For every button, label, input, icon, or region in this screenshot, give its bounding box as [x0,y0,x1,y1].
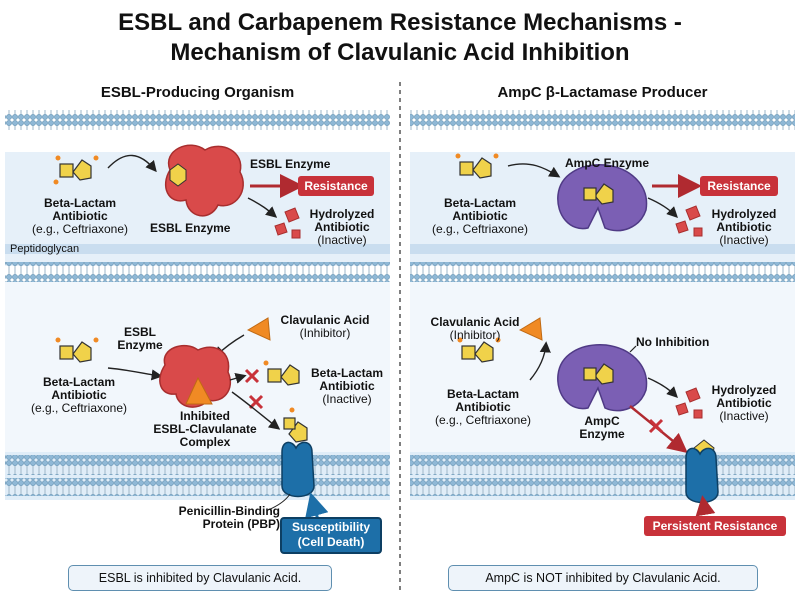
resistance-badge-right: Resistance [700,176,778,196]
beta-lactam-molecule-left-top [53,155,99,185]
left-bottom-antibiotic-label: Beta-Lactam Antibiotic (e.g., Ceftriaxon… [30,375,128,415]
inactive-antibiotic-label-left: Beta-Lactam Antibiotic (Inactive) [310,366,384,406]
esbl-enzyme-label-bottom: ESBL Enzyme [150,221,231,235]
hydrolyzed-antibiotic-label-right-bottom: Hydrolyzed Antibiotic (Inactive) [711,383,777,423]
right-top-antibiotic-label: Beta-Lactam Antibiotic (e.g., Ceftriaxon… [431,196,529,236]
blocked-x-marks [244,368,264,410]
hydrolyzed-antibiotic-label-right-top: Hydrolyzed Antibiotic (Inactive) [711,207,777,247]
pbp-shape-right [685,447,719,504]
esbl-enzyme-shape-bottom [159,344,231,408]
left-top-antibiotic-label: Beta-Lactam Antibiotic (e.g., Ceftriaxon… [31,196,129,236]
esbl-enzyme-label-left-bottom: ESBL Enzyme [117,325,163,352]
right-panel-heading: AmpC β-Lactamase Producer [497,84,708,101]
clavulanic-acid-shape-right [518,317,543,341]
hydrolyzed-antibiotic-label-left: Hydrolyzed Antibiotic (Inactive) [309,207,375,247]
left-panel-heading: ESBL-Producing Organism [100,84,295,101]
no-inhibition-label: No Inhibition [636,335,710,349]
resistance-badge-left: Resistance [298,176,374,196]
esbl-enzyme-label-top: ESBL Enzyme [250,157,331,171]
pbp-shape-left [281,441,315,498]
ampc-enzyme-label-top: AmpC Enzyme [565,156,650,170]
beta-lactam-molecule-left-bottom [55,337,99,363]
page-title: ESBL and Carbapenem Resistance Mechanism… [0,8,800,68]
right-bottom-antibiotic-label: Beta-Lactam Antibiotic (e.g., Ceftriaxon… [434,387,532,427]
esbl-enzyme-shape-top [165,144,244,217]
clavulanic-acid-label-right: Clavulanic Acid (Inhibitor) [430,315,520,342]
persistent-resistance-badge: Persistent Resistance [644,516,786,536]
peptidoglycan-label: Peptidoglycan [10,243,80,255]
ampc-enzyme-label-bottom: AmpC Enzyme [579,414,625,441]
inhibited-complex-label: Inhibited ESBL-Clavulanate Complex [153,409,257,449]
clavulanic-acid-label-left: Clavulanic Acid (Inhibitor) [280,313,370,340]
beta-lactam-molecule-right-bottom [457,337,501,363]
title-line-1: ESBL and Carbapenem Resistance Mechanism… [118,9,682,36]
susceptibility-badge: Susceptibility (Cell Death) [280,517,382,554]
beta-lactam-molecule-right-top [455,153,499,179]
right-summary-note: AmpC is NOT inhibited by Clavulanic Acid… [448,565,758,591]
left-summary-note: ESBL is inhibited by Clavulanic Acid. [68,565,332,591]
clavulanic-acid-shape-left [246,317,271,341]
title-line-2: Mechanism of Clavulanic Acid Inhibition [170,39,630,66]
pbp-label: Penicillin-Binding Protein (PBP) [178,504,280,531]
